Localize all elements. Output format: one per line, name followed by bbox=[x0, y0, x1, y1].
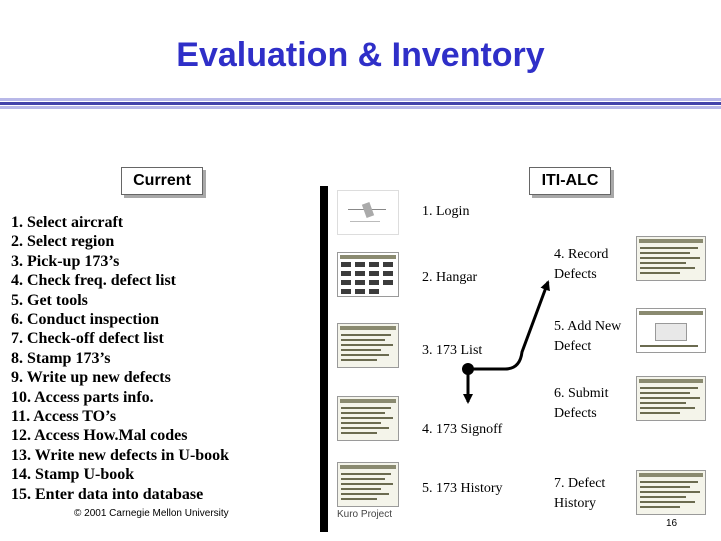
page-number: 16 bbox=[666, 518, 677, 529]
arrow-icon bbox=[468, 282, 548, 369]
